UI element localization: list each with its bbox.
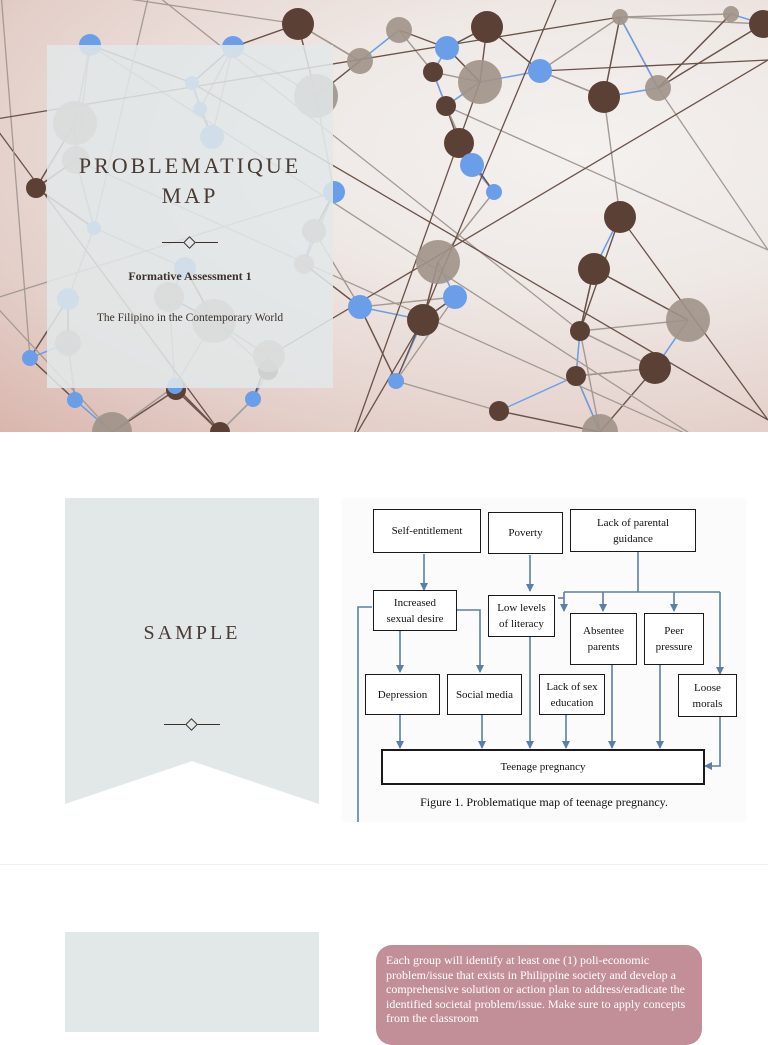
network-edge [657, 13, 732, 89]
network-node [458, 60, 502, 104]
sample-ribbon: SAMPLE [65, 498, 319, 804]
network-node [444, 128, 474, 158]
node-poverty: Poverty [488, 512, 563, 554]
network-node [282, 8, 314, 40]
network-node [645, 75, 671, 101]
network-edge [395, 296, 456, 382]
network-node [443, 285, 467, 309]
node-teenage-pregnancy: Teenage pregnancy [381, 749, 705, 785]
network-edge [359, 296, 456, 308]
network-edge [539, 59, 768, 72]
network-node [604, 201, 636, 233]
instructions-box: Each group will identify at least one (1… [376, 945, 702, 1045]
network-edge [619, 16, 764, 25]
network-node [386, 17, 412, 43]
node-lack-parental-guidance: Lack of parental guidance [570, 509, 696, 552]
network-node [566, 366, 586, 386]
network-node [435, 36, 459, 60]
figure-caption: Figure 1. Problematique map of teenage p… [420, 795, 668, 809]
node-lack-sex-education: Lack of sex education [539, 674, 605, 715]
network-node [67, 392, 83, 408]
node-low-literacy: Low levels of literacy [488, 595, 555, 637]
network-node [723, 6, 739, 22]
network-edge [131, 0, 299, 25]
network-node [423, 62, 443, 82]
network-node [612, 9, 628, 25]
node-absentee-parents: Absentee parents [570, 613, 637, 665]
network-node [22, 350, 38, 366]
network-node [416, 240, 460, 284]
sample-slide: SAMPLE [0, 432, 768, 864]
network-edge [445, 105, 768, 251]
network-node [245, 391, 261, 407]
network-node [639, 352, 671, 384]
network-node [388, 373, 404, 389]
node-increased-sexual-desire: Increased sexual desire [373, 590, 457, 631]
node-peer-pressure: Peer pressure [644, 613, 704, 665]
diagram-arrows [357, 552, 724, 822]
network-node [588, 81, 620, 113]
network-edge [359, 306, 397, 382]
network-edge [619, 13, 732, 18]
node-depression: Depression [365, 674, 440, 715]
side-panel [65, 932, 319, 1032]
problematique-diagram: Self-entitlement Poverty Lack of parenta… [342, 498, 746, 822]
sample-label: SAMPLE [143, 622, 241, 644]
network-node [578, 253, 610, 285]
instructions-slide: Each group will identify at least one (1… [0, 864, 768, 1045]
network-edge [619, 16, 659, 89]
network-node [436, 96, 456, 116]
network-node [471, 11, 503, 43]
network-edge [657, 23, 764, 89]
node-loose-morals: Loose morals [678, 674, 737, 717]
network-edge [603, 96, 621, 218]
diamond-icon [185, 718, 198, 731]
ornament-divider [162, 236, 218, 249]
course-name: The Filipino in the Contemporary World [96, 312, 284, 324]
slide-title: PROBLEMATIQUE MAP [78, 153, 302, 208]
network-node [666, 298, 710, 342]
slide-subtitle: Formative Assessment 1 [128, 269, 252, 283]
node-social-media: Social media [447, 674, 522, 715]
network-node [582, 414, 618, 432]
network-node [749, 10, 768, 38]
network-edge [498, 375, 577, 412]
network-node [486, 184, 502, 200]
network-node [348, 295, 372, 319]
network-node [210, 422, 230, 432]
network-node [347, 48, 373, 74]
diamond-icon [183, 236, 196, 249]
network-node [407, 304, 439, 336]
title-panel: PROBLEMATIQUE MAP Formative Assessment 1… [47, 45, 333, 388]
network-edge [539, 16, 621, 72]
ornament-divider [164, 718, 220, 731]
title-slide: PROBLEMATIQUE MAP Formative Assessment 1… [0, 0, 768, 432]
network-edge [395, 380, 500, 412]
network-node [528, 59, 552, 83]
node-self-entitlement: Self-entitlement [373, 509, 481, 553]
network-node [570, 321, 590, 341]
network-edge [0, 0, 31, 359]
network-edge [356, 319, 424, 432]
network-node [92, 412, 132, 432]
network-node [460, 153, 484, 177]
network-node [26, 178, 46, 198]
network-node [489, 401, 509, 421]
